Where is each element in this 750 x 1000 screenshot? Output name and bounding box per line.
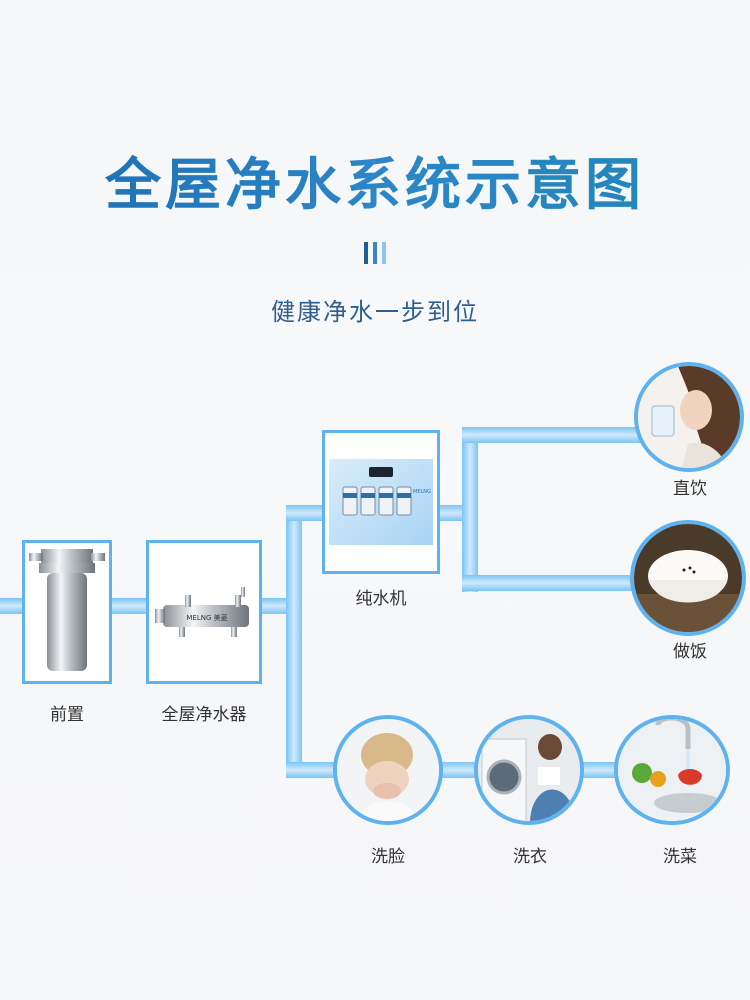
pipe-cook — [462, 575, 642, 591]
prefilter-housing-icon — [29, 549, 105, 671]
woman-drinking-icon — [638, 366, 740, 468]
vegetables-label: 洗菜 — [663, 847, 697, 867]
cook-photo — [630, 520, 746, 636]
whole-house-label: 全屋净水器 — [161, 705, 247, 725]
svg-text:MELNG 美菱: MELNG 美菱 — [186, 613, 227, 622]
pipe-to-ro — [286, 505, 326, 521]
whole-house-purifier-icon: MELNG 美菱 — [155, 587, 249, 637]
washing-vegetables-icon — [618, 719, 726, 821]
svg-text:MELNG: MELNG — [413, 489, 431, 495]
page-subtitle: 健康净水一步到位 — [271, 298, 479, 326]
whole-house-box: MELNG 美菱 — [146, 540, 262, 684]
face-washing-icon — [337, 719, 439, 821]
cook-label: 做饭 — [673, 642, 707, 662]
prefilter-box — [22, 540, 112, 684]
title-divider-bars-icon — [364, 242, 388, 264]
ro-machine-box: MELNG — [322, 430, 440, 574]
pipe-drink — [462, 427, 642, 443]
drink-photo — [634, 362, 744, 472]
page-title: 全屋净水系统示意图 — [0, 140, 750, 221]
prefilter-label: 前置 — [50, 705, 84, 725]
face-wash-photo — [333, 715, 443, 825]
laundry-label: 洗衣 — [513, 847, 547, 867]
laundry-photo — [474, 715, 584, 825]
ro-machine-icon: MELNG — [329, 459, 433, 545]
rice-bowl-icon — [634, 524, 742, 632]
ro-machine-label: 纯水机 — [355, 589, 407, 609]
pipe-right-riser — [462, 427, 478, 592]
pipe-riser — [286, 505, 302, 777]
washing-machine-icon — [478, 719, 580, 821]
drink-label: 直饮 — [673, 479, 707, 499]
face-wash-label: 洗脸 — [371, 847, 405, 867]
vegetables-photo — [614, 715, 730, 825]
